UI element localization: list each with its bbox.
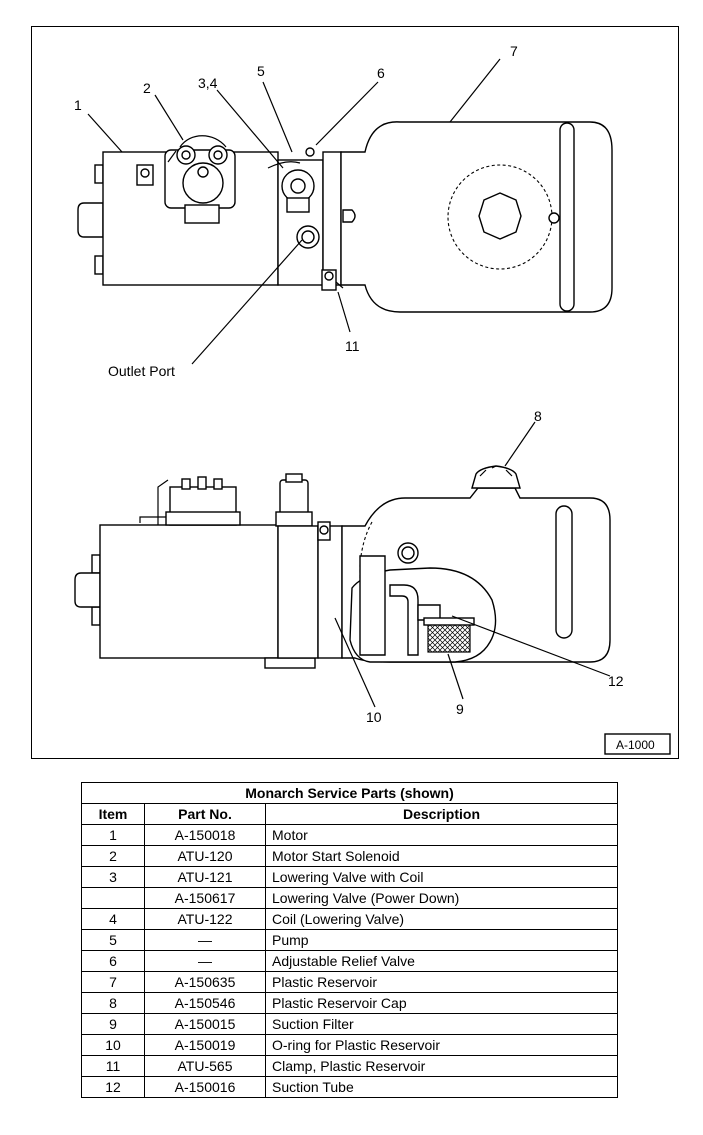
cell-item: 2 [81, 845, 145, 867]
solenoid-top [164, 135, 236, 224]
cell-description: Coil (Lowering Valve) [265, 908, 618, 930]
solenoid-side [139, 476, 241, 526]
cell-description: Suction Tube [265, 1076, 618, 1098]
callout-7: 7 [510, 43, 518, 59]
pump-unit-diagram: 1 2 3,4 5 6 7 11 Outlet Port [74, 43, 671, 755]
cell-part-no: ATU-122 [144, 908, 266, 930]
table-row: 6—Adjustable Relief Valve [81, 950, 618, 972]
callout-8: 8 [534, 408, 542, 424]
cell-part-no: A-150016 [144, 1076, 266, 1098]
figure-id: A-1000 [616, 738, 655, 752]
cell-item [81, 887, 145, 909]
cell-part-no: A-150635 [144, 971, 266, 993]
cell-item: 8 [81, 992, 145, 1014]
cell-part-no: A-150018 [144, 824, 266, 846]
side-view: 8 12 9 10 [74, 408, 624, 725]
cell-part-no: ATU-120 [144, 845, 266, 867]
cell-part-no: ATU-121 [144, 866, 266, 888]
cell-description: Motor [265, 824, 618, 846]
cell-part-no: — [144, 950, 266, 972]
cell-description: Motor Start Solenoid [265, 845, 618, 867]
reservoir-cap-side [471, 465, 521, 489]
cell-item: 11 [81, 1055, 145, 1077]
cell-item: 12 [81, 1076, 145, 1098]
cell-description: Adjustable Relief Valve [265, 950, 618, 972]
callout-2: 2 [143, 80, 151, 96]
header-item: Item [81, 803, 145, 825]
table-title: Monarch Service Parts (shown) [81, 782, 618, 804]
cell-item: 3 [81, 866, 145, 888]
callout-1: 1 [74, 97, 82, 113]
top-view: 1 2 3,4 5 6 7 11 Outlet Port [74, 43, 613, 379]
outlet-port-label: Outlet Port [108, 363, 175, 379]
cell-description: Plastic Reservoir [265, 971, 618, 993]
cell-part-no: — [144, 929, 266, 951]
callout-9: 9 [456, 701, 464, 717]
cell-part-no: A-150019 [144, 1034, 266, 1056]
cell-item: 10 [81, 1034, 145, 1056]
service-parts-table: Monarch Service Parts (shown) Item Part … [81, 782, 618, 1098]
callout-3-4: 3,4 [198, 75, 218, 91]
cell-item: 7 [81, 971, 145, 993]
cell-item: 5 [81, 929, 145, 951]
callout-6: 6 [377, 65, 385, 81]
pump-housing-side [277, 525, 319, 659]
cell-item: 4 [81, 908, 145, 930]
cell-description: Suction Filter [265, 1013, 618, 1035]
cell-description: Lowering Valve with Coil [265, 866, 618, 888]
callout-11: 11 [345, 338, 360, 354]
cell-part-no: ATU-565 [144, 1055, 266, 1077]
cell-description: O-ring for Plastic Reservoir [265, 1034, 618, 1056]
header-description: Description [265, 803, 618, 825]
header-part-no: Part No. [144, 803, 266, 825]
cell-item: 1 [81, 824, 145, 846]
suction-filter-side [427, 623, 471, 653]
callout-5: 5 [257, 63, 265, 79]
cell-description: Plastic Reservoir Cap [265, 992, 618, 1014]
cell-item: 9 [81, 1013, 145, 1035]
callout-12: 12 [608, 673, 624, 689]
figure-frame [31, 26, 679, 759]
cell-description: Pump [265, 929, 618, 951]
cell-item: 6 [81, 950, 145, 972]
cell-part-no: A-150546 [144, 992, 266, 1014]
cell-part-no: A-150617 [144, 887, 266, 909]
motor-side [99, 524, 279, 659]
callout-10: 10 [366, 709, 382, 725]
cell-description: Clamp, Plastic Reservoir [265, 1055, 618, 1077]
table-row: 5—Pump [81, 929, 618, 951]
cell-part-no: A-150015 [144, 1013, 266, 1035]
cell-description: Lowering Valve (Power Down) [265, 887, 618, 909]
